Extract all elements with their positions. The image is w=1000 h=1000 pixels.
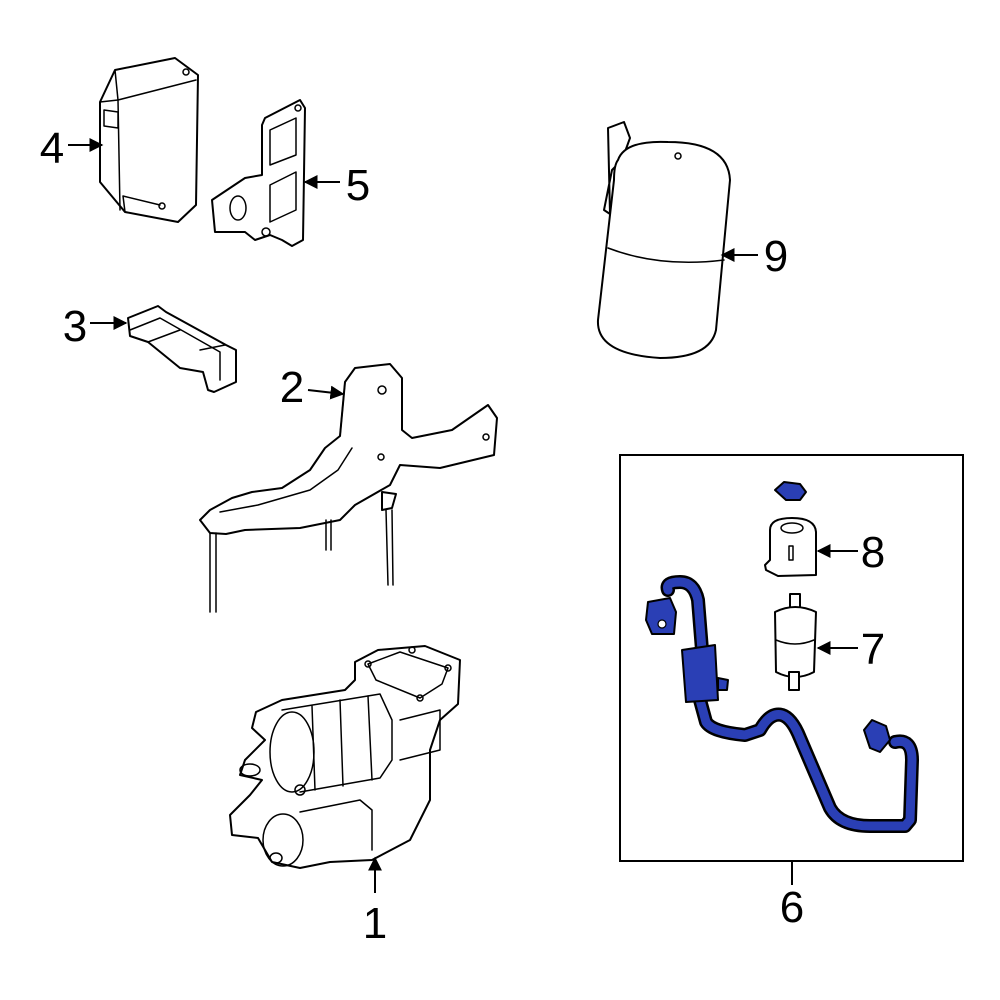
callout-3: 3: [63, 302, 87, 351]
callout-8: 8: [861, 528, 885, 577]
callout-6: 6: [780, 883, 804, 932]
part-1-compressor[interactable]: [229, 645, 461, 869]
part-7-inline-filter[interactable]: [774, 593, 817, 691]
callout-2: 2: [280, 363, 304, 412]
part-8-filter-housing[interactable]: [764, 481, 817, 577]
part-6-hose-assembly[interactable]: [645, 575, 919, 833]
part-6-kit-box: [619, 454, 964, 862]
callout-5: 5: [346, 161, 370, 210]
callout-7: 7: [861, 625, 885, 674]
part-2-bracket[interactable]: [199, 363, 498, 613]
part-3-mount[interactable]: [127, 305, 237, 393]
part-5-bracket[interactable]: [211, 99, 306, 247]
leader-lines: [68, 138, 858, 893]
callout-9: 9: [764, 232, 788, 281]
callout-4: 4: [40, 124, 64, 173]
callout-1: 1: [363, 899, 387, 948]
part-4-control-module[interactable]: [99, 57, 199, 223]
part-9-reservoir[interactable]: [596, 121, 731, 359]
